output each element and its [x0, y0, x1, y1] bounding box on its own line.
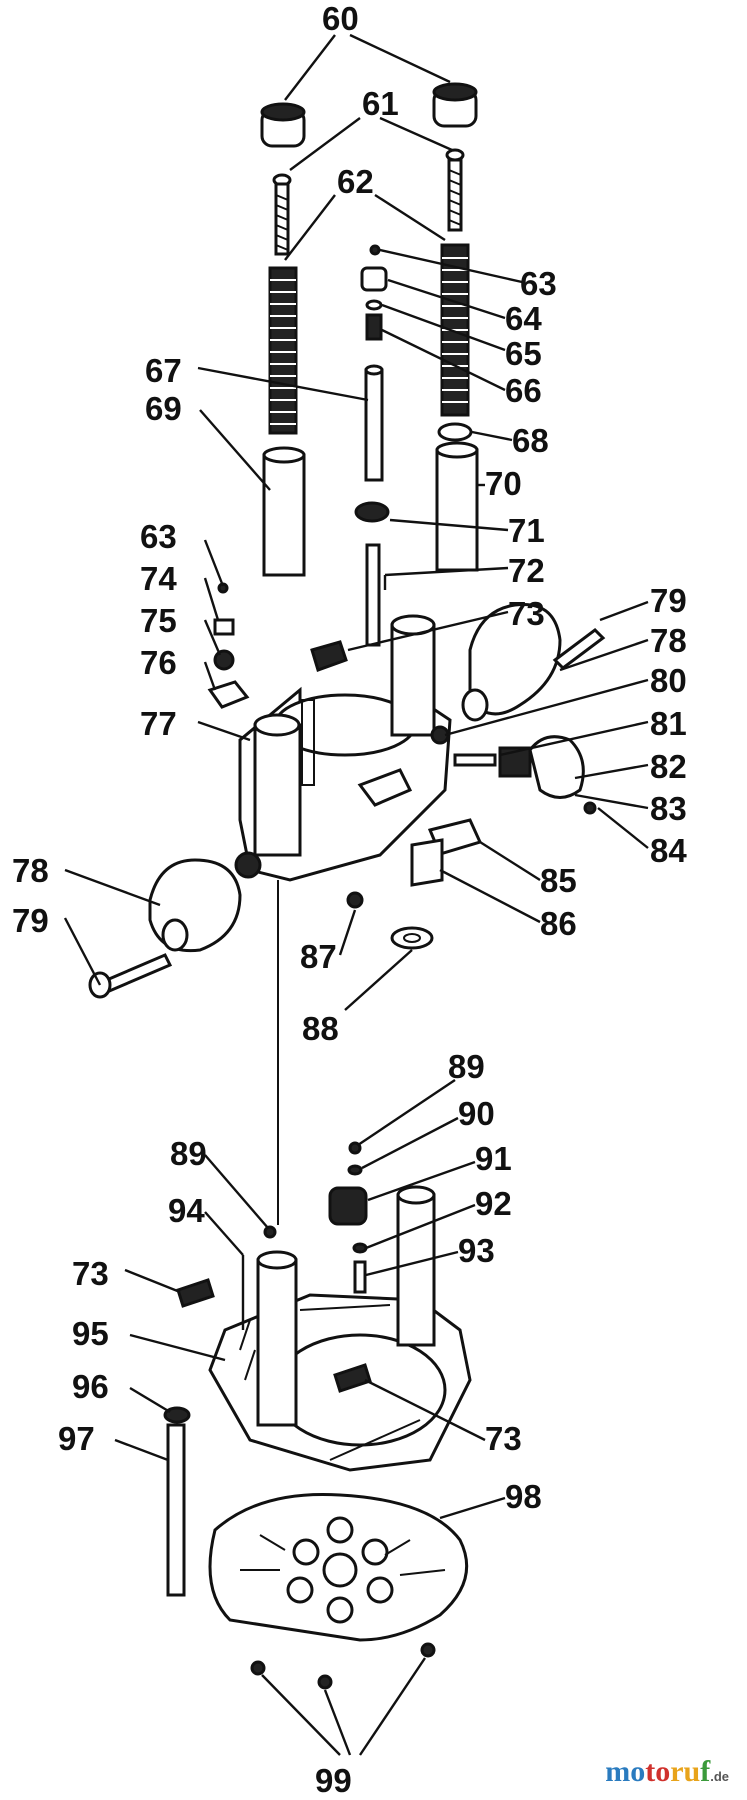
small-nut — [346, 891, 364, 909]
rod-washer — [163, 1406, 191, 1424]
label-89-left: 89 — [170, 1135, 207, 1172]
base-screw-3 — [420, 1642, 436, 1658]
label-67: 67 — [145, 352, 182, 389]
center-washer — [365, 299, 383, 311]
label-73-left: 73 — [72, 1255, 109, 1292]
label-77: 77 — [140, 705, 177, 742]
label-97: 97 — [58, 1420, 95, 1457]
cap-left — [260, 102, 306, 148]
label-94: 94 — [168, 1192, 205, 1229]
label-71: 71 — [508, 512, 545, 549]
adjust-shaft — [453, 753, 497, 767]
label-91: 91 — [475, 1140, 512, 1177]
depth-knob — [328, 1186, 368, 1226]
center-pin — [365, 543, 381, 647]
handle-right — [461, 602, 562, 722]
label-63-top: 63 — [520, 265, 557, 302]
center-spring — [365, 313, 383, 341]
label-89-right: 89 — [448, 1048, 485, 1085]
label-79-right: 79 — [650, 582, 687, 619]
right-washer — [437, 422, 473, 442]
label-64: 64 — [505, 300, 542, 337]
label-82: 82 — [650, 748, 687, 785]
flat-washer — [390, 926, 434, 950]
label-98: 98 — [505, 1478, 542, 1515]
label-72: 72 — [508, 552, 545, 589]
label-85: 85 — [540, 862, 577, 899]
knob-screw — [583, 801, 597, 815]
label-90: 90 — [458, 1095, 495, 1132]
handle-bolt-right — [552, 628, 606, 670]
handle-left — [148, 858, 242, 953]
label-81: 81 — [650, 705, 687, 742]
label-66: 66 — [505, 372, 542, 409]
label-75: 75 — [140, 602, 177, 639]
label-61: 61 — [362, 85, 399, 122]
label-95: 95 — [72, 1315, 109, 1352]
label-84: 84 — [650, 832, 687, 869]
adjust-knob — [528, 735, 585, 799]
label-92: 92 — [475, 1185, 512, 1222]
spring-right — [440, 243, 470, 417]
cap-right — [432, 82, 478, 128]
label-87: 87 — [300, 938, 337, 975]
leader-lines — [63, 33, 649, 1756]
base-screw-2 — [317, 1674, 333, 1690]
router-base — [208, 1185, 472, 1472]
label-60: 60 — [322, 0, 359, 37]
label-99: 99 — [315, 1762, 352, 1799]
lock-lever-lower-center — [333, 1363, 372, 1393]
switch-plate — [410, 838, 444, 887]
label-73-right: 73 — [485, 1420, 522, 1457]
lock-lever-upper — [310, 640, 348, 672]
upper-housing — [234, 614, 452, 882]
center-nut — [360, 266, 388, 292]
label-79-left: 79 — [12, 902, 49, 939]
label-96: 96 — [72, 1368, 109, 1405]
sleeve-right — [435, 441, 479, 572]
base-screw-1 — [250, 1660, 266, 1676]
watermark-logo: motoruf.de — [605, 1755, 729, 1788]
label-70: 70 — [485, 465, 522, 502]
label-74: 74 — [140, 560, 177, 597]
label-80: 80 — [650, 662, 687, 699]
bolt-left — [272, 173, 292, 256]
sub-base-plate — [208, 1492, 469, 1642]
label-68: 68 — [512, 422, 549, 459]
label-86: 86 — [540, 905, 577, 942]
center-lock-nut — [354, 501, 390, 523]
depth-rod — [166, 1423, 186, 1597]
label-73-top: 73 — [508, 595, 545, 632]
left-spring-washer — [213, 649, 235, 671]
label-76: 76 — [140, 644, 177, 681]
label-62: 62 — [337, 163, 374, 200]
label-88: 88 — [302, 1010, 339, 1047]
label-78-right: 78 — [650, 622, 687, 659]
bolt-right — [445, 148, 465, 232]
spring-left — [268, 266, 298, 435]
left-bracket — [207, 680, 250, 709]
center-rod — [364, 368, 384, 482]
left-bushing — [213, 618, 235, 636]
sleeve-left — [262, 446, 306, 577]
label-93: 93 — [458, 1232, 495, 1269]
label-63-left: 63 — [140, 518, 177, 555]
label-69: 69 — [145, 390, 182, 427]
center-screw — [369, 244, 381, 256]
label-83: 83 — [650, 790, 687, 827]
label-78-left: 78 — [12, 852, 49, 889]
label-65: 65 — [505, 335, 542, 372]
lock-lever-lower-left — [176, 1278, 215, 1308]
